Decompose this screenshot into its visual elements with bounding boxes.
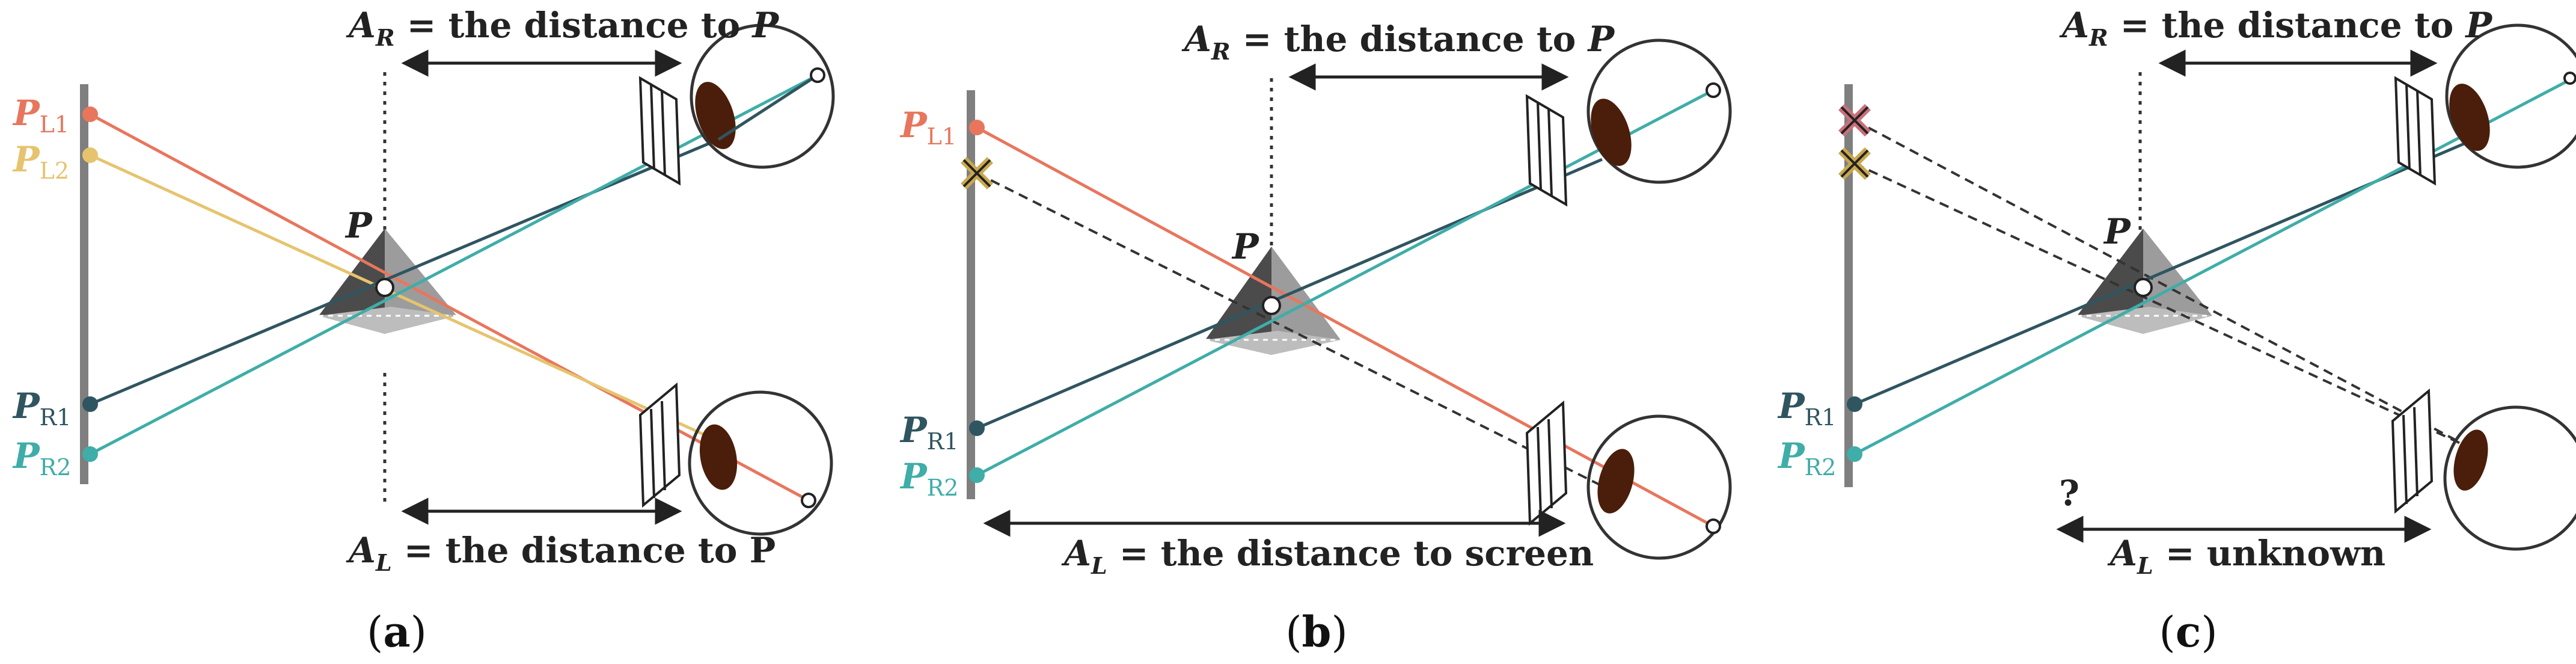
ray-right-1 [90,138,719,406]
right-eye [1525,38,1732,207]
ray-left-1 [976,126,1715,528]
point-pr1 [969,420,985,436]
label-pr2: PR2 [12,435,71,481]
ar-label: AR = the distance to P [2059,5,2493,51]
point-pl2 [82,147,98,163]
object-label-p: P [344,205,373,246]
point-pl1 [969,120,985,135]
ar-label: AR = the distance to P [1181,19,1615,65]
label-pl1: PL1 [12,93,69,138]
label-pr2: PR2 [899,456,958,501]
object-label-p: P [1231,226,1259,267]
ar-label: AR = the distance to P [346,5,780,51]
left-eye [638,382,833,536]
ray-right-1 [976,158,1603,430]
right-eye [2394,23,2576,186]
marker-x-left [961,157,993,189]
ray-right-2 [976,88,1715,477]
right-eye [638,23,835,186]
point-pr2 [969,467,985,483]
caption-c: (c) [2159,607,2217,657]
label-pr1: PR1 [12,386,71,431]
point-pr1 [1847,396,1862,412]
panel-a: AR = the distance to P AL = the distance… [12,5,835,657]
al-label: AL = the distance to screen [1061,533,1594,579]
label-pr2: PR2 [1777,435,1836,481]
question-mark: ? [2059,473,2079,514]
marker-x-left [1838,104,1871,137]
pyramid-object [2077,229,2212,334]
point-pr2 [82,446,98,462]
ray-right-2 [1853,76,2574,456]
label-pr1: PR1 [1777,386,1836,431]
ray-left-2 [89,153,726,446]
label-pr1: PR1 [899,410,958,455]
caption-b: (b) [1285,607,1348,657]
left-eye [2391,388,2576,551]
al-label: AL = unknown [2107,533,2385,579]
ray-left-virtual-1 [1854,119,2471,449]
ray-left-virtual-2 [1854,162,2471,449]
marker-x-left-2 [1838,147,1871,180]
point-pl1 [82,106,98,122]
object-label-p: P [2103,211,2131,252]
point-pr1 [82,396,98,412]
panel-c: AR = the distance to P AL = unknown ? P … [1777,5,2576,657]
panel-b: AR = the distance to P AL = the distance… [899,19,1732,657]
label-pl1: PL1 [899,105,956,150]
point-pr2 [1847,446,1862,462]
point-p [1262,296,1281,315]
point-p [2134,278,2153,297]
label-pl2: PL2 [12,139,69,184]
al-label: AL = the distance to P [346,530,776,576]
ray-left-1 [89,112,810,502]
ray-right-2 [89,73,819,456]
ray-left-virtual [976,172,1603,487]
point-p [375,278,394,297]
left-eye [1525,400,1732,560]
caption-a: (a) [367,607,427,657]
